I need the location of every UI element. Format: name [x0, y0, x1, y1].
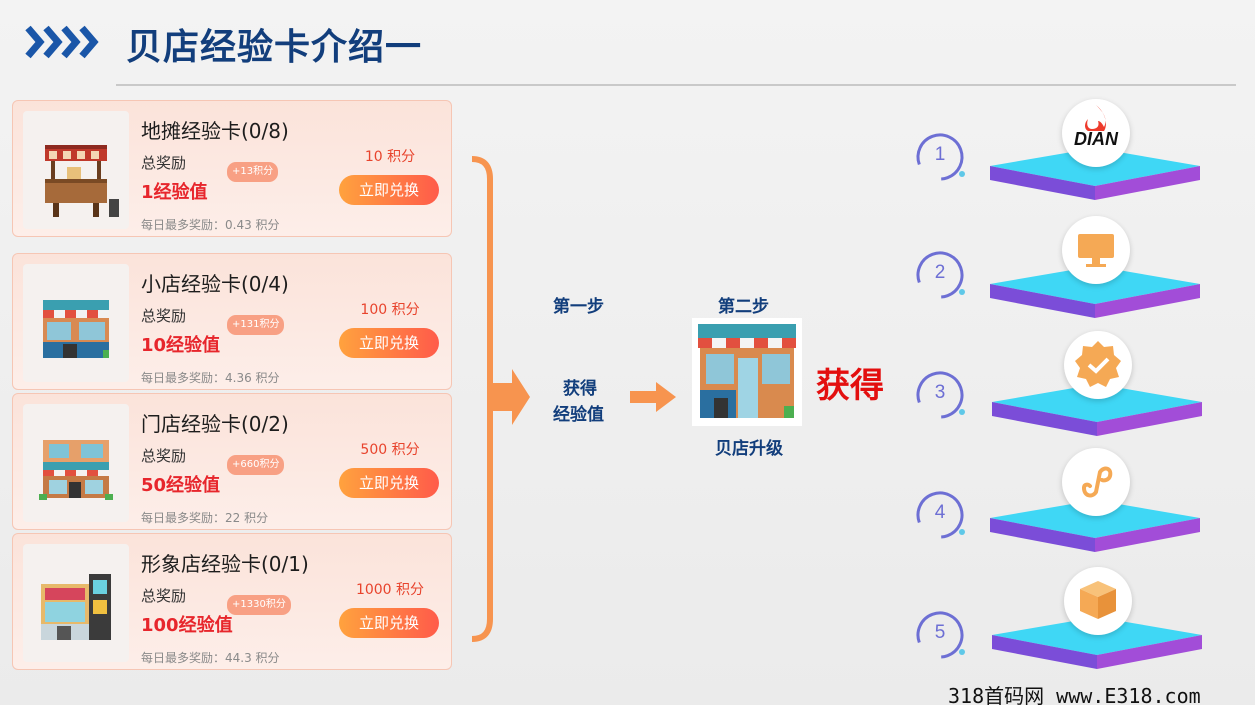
dian-logo-text: DIAN	[1074, 129, 1118, 149]
stall-image	[23, 111, 129, 229]
step1-action-line1: 获得	[563, 379, 597, 399]
mini-program-icon	[1062, 448, 1130, 516]
level-number-2: 2	[910, 248, 970, 308]
flagship-store-image	[23, 544, 129, 662]
reward-value: 100经验值	[141, 615, 233, 636]
card-title: 小店经验卡(0/4)	[141, 272, 289, 296]
reward-value: 1经验值	[141, 182, 208, 203]
chevrons-icon	[25, 25, 99, 59]
page-title: 贝店经验卡介绍一	[126, 27, 423, 68]
level-number-text: 1	[934, 144, 946, 165]
level-number-text: 4	[934, 502, 946, 523]
step1-action-line2: 经验值	[553, 405, 604, 425]
cost-label: 1000 积分	[355, 582, 425, 598]
level-number-text: 3	[934, 382, 946, 403]
points-badge: +13积分	[227, 162, 279, 182]
card-title: 形象店经验卡(0/1)	[141, 552, 309, 576]
reward-label: 总奖励	[141, 307, 187, 325]
redeem-button[interactable]: 立即兑换	[339, 468, 439, 498]
store-image	[23, 404, 129, 522]
redeem-button[interactable]: 立即兑换	[339, 608, 439, 638]
level-number-text: 2	[934, 262, 946, 283]
level-platform-1	[990, 148, 1200, 208]
reward-label: 总奖励	[141, 447, 187, 465]
daily-max-reward: 每日最多奖励：0.43 积分	[141, 218, 280, 232]
reward-label: 总奖励	[141, 587, 187, 605]
cost-label: 500 积分	[360, 442, 420, 458]
cost-label: 100 积分	[360, 302, 420, 318]
flame-icon: DIAN	[1062, 99, 1130, 167]
small-shop-image	[23, 264, 129, 382]
box-icon	[1064, 567, 1132, 635]
reward-label: 总奖励	[141, 154, 187, 172]
level-platform-5	[992, 617, 1202, 677]
level-number-1: 1	[910, 130, 970, 190]
points-badge: +1330积分	[227, 595, 291, 615]
bracket-arrow-icon	[471, 156, 530, 642]
daily-max-reward: 每日最多奖励：44.3 积分	[141, 651, 280, 665]
reward-value: 50经验值	[141, 475, 221, 496]
redeem-button[interactable]: 立即兑换	[339, 328, 439, 358]
level-platform-3	[992, 384, 1202, 444]
step2-label: 第二步	[718, 297, 769, 317]
arrow-right-icon	[630, 382, 676, 412]
step1-label: 第一步	[553, 297, 604, 317]
experience-card-flagship: 形象店经验卡(0/1) 总奖励 +1330积分 100经验值 1000 积分 立…	[12, 533, 452, 670]
points-badge: +660积分	[227, 455, 285, 475]
store-upgrade-image	[692, 318, 802, 426]
level-number-3: 3	[910, 368, 970, 428]
experience-card-stall: 地摊经验卡(0/8) 总奖励 +13积分 1经验值 10 积分 立即兑换 每日最…	[12, 100, 452, 237]
level-number-5: 5	[910, 608, 970, 668]
daily-max-reward: 每日最多奖励：22 积分	[141, 511, 269, 525]
step2-caption: 贝店升级	[715, 439, 783, 459]
obtain-label: 获得	[816, 366, 884, 406]
card-title: 地摊经验卡(0/8)	[141, 119, 289, 143]
cost-label: 10 积分	[364, 149, 416, 165]
points-badge: +131积分	[227, 315, 285, 335]
header-divider	[116, 84, 1236, 86]
daily-max-reward: 每日最多奖励：4.36 积分	[141, 371, 280, 385]
card-title: 门店经验卡(0/2)	[141, 412, 289, 436]
experience-card-store: 门店经验卡(0/2) 总奖励 +660积分 50经验值 500 积分 立即兑换 …	[12, 393, 452, 530]
header: 贝店经验卡介绍一	[0, 0, 1255, 90]
monitor-icon	[1062, 216, 1130, 284]
verified-badge-icon	[1064, 331, 1132, 399]
experience-card-small-shop: 小店经验卡(0/4) 总奖励 +131积分 10经验值 100 积分 立即兑换 …	[12, 253, 452, 390]
level-platform-2	[990, 266, 1200, 326]
level-number-text: 5	[934, 622, 946, 643]
level-number-4: 4	[910, 488, 970, 548]
level-platform-4	[990, 500, 1200, 560]
redeem-button[interactable]: 立即兑换	[339, 175, 439, 205]
watermark: 318首码网 www.E318.com	[948, 684, 1201, 705]
reward-value: 10经验值	[141, 335, 221, 356]
